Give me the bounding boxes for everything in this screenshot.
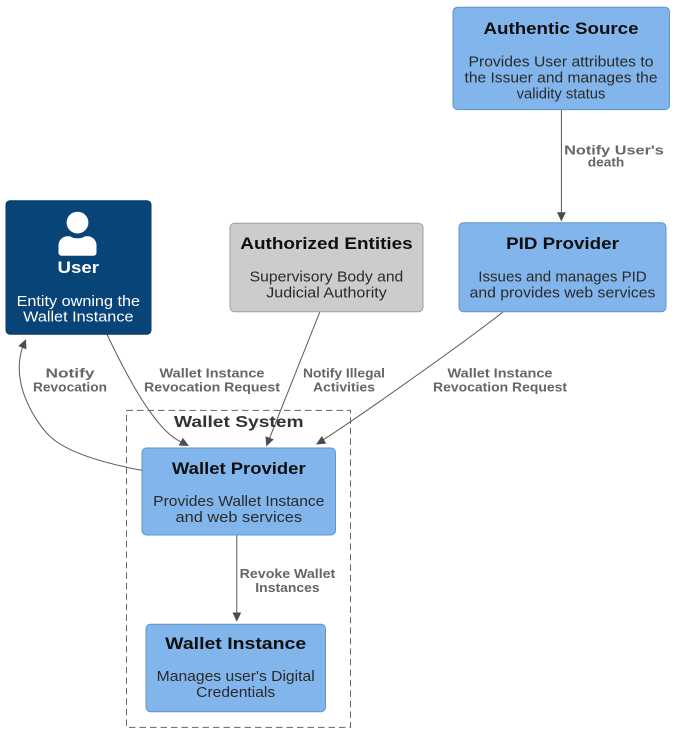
svg-text:Activities: Activities [313, 381, 375, 395]
svg-text:PID Provider: PID Provider [506, 235, 619, 253]
svg-text:Notify Illegal: Notify Illegal [303, 367, 385, 381]
svg-text:death: death [588, 156, 625, 170]
svg-text:Manages user's Digital: Manages user's Digital [157, 668, 315, 685]
svg-text:Wallet Instance: Wallet Instance [23, 309, 133, 326]
svg-text:Wallet System: Wallet System [174, 414, 304, 431]
svg-text:Wallet Instance: Wallet Instance [165, 635, 306, 653]
svg-text:Authorized Entities: Authorized Entities [240, 235, 412, 253]
svg-text:Entity owning the: Entity owning the [17, 293, 140, 310]
svg-text:Notify User's: Notify User's [564, 143, 664, 157]
svg-text:Wallet Instance: Wallet Instance [160, 367, 265, 381]
svg-text:Revocation Request: Revocation Request [433, 381, 568, 395]
svg-text:Provides Wallet Instance: Provides Wallet Instance [153, 493, 324, 510]
svg-text:User: User [58, 259, 100, 277]
svg-text:Revocation Request: Revocation Request [144, 381, 281, 395]
svg-text:the Issuer and manages the: the Issuer and manages the [465, 70, 658, 87]
svg-text:Credentials: Credentials [196, 684, 275, 701]
svg-text:Authentic Source: Authentic Source [484, 20, 639, 38]
svg-text:Instances: Instances [255, 581, 319, 595]
svg-text:Provides User attributes to: Provides User attributes to [469, 54, 654, 71]
svg-text:and web services: and web services [176, 509, 303, 526]
svg-text:Revocation: Revocation [33, 381, 107, 395]
svg-text:validity status: validity status [517, 86, 606, 103]
svg-text:Notify: Notify [46, 367, 95, 381]
svg-text:and provides web services: and provides web services [470, 285, 656, 302]
svg-text:Revoke Wallet: Revoke Wallet [240, 567, 337, 581]
svg-text:Issues and manages PID: Issues and manages PID [478, 269, 647, 286]
svg-text:Judicial Authority: Judicial Authority [266, 285, 387, 302]
svg-text:Supervisory Body and: Supervisory Body and [250, 269, 404, 286]
svg-text:Wallet Provider: Wallet Provider [172, 460, 306, 478]
svg-text:Wallet Instance: Wallet Instance [448, 367, 553, 381]
